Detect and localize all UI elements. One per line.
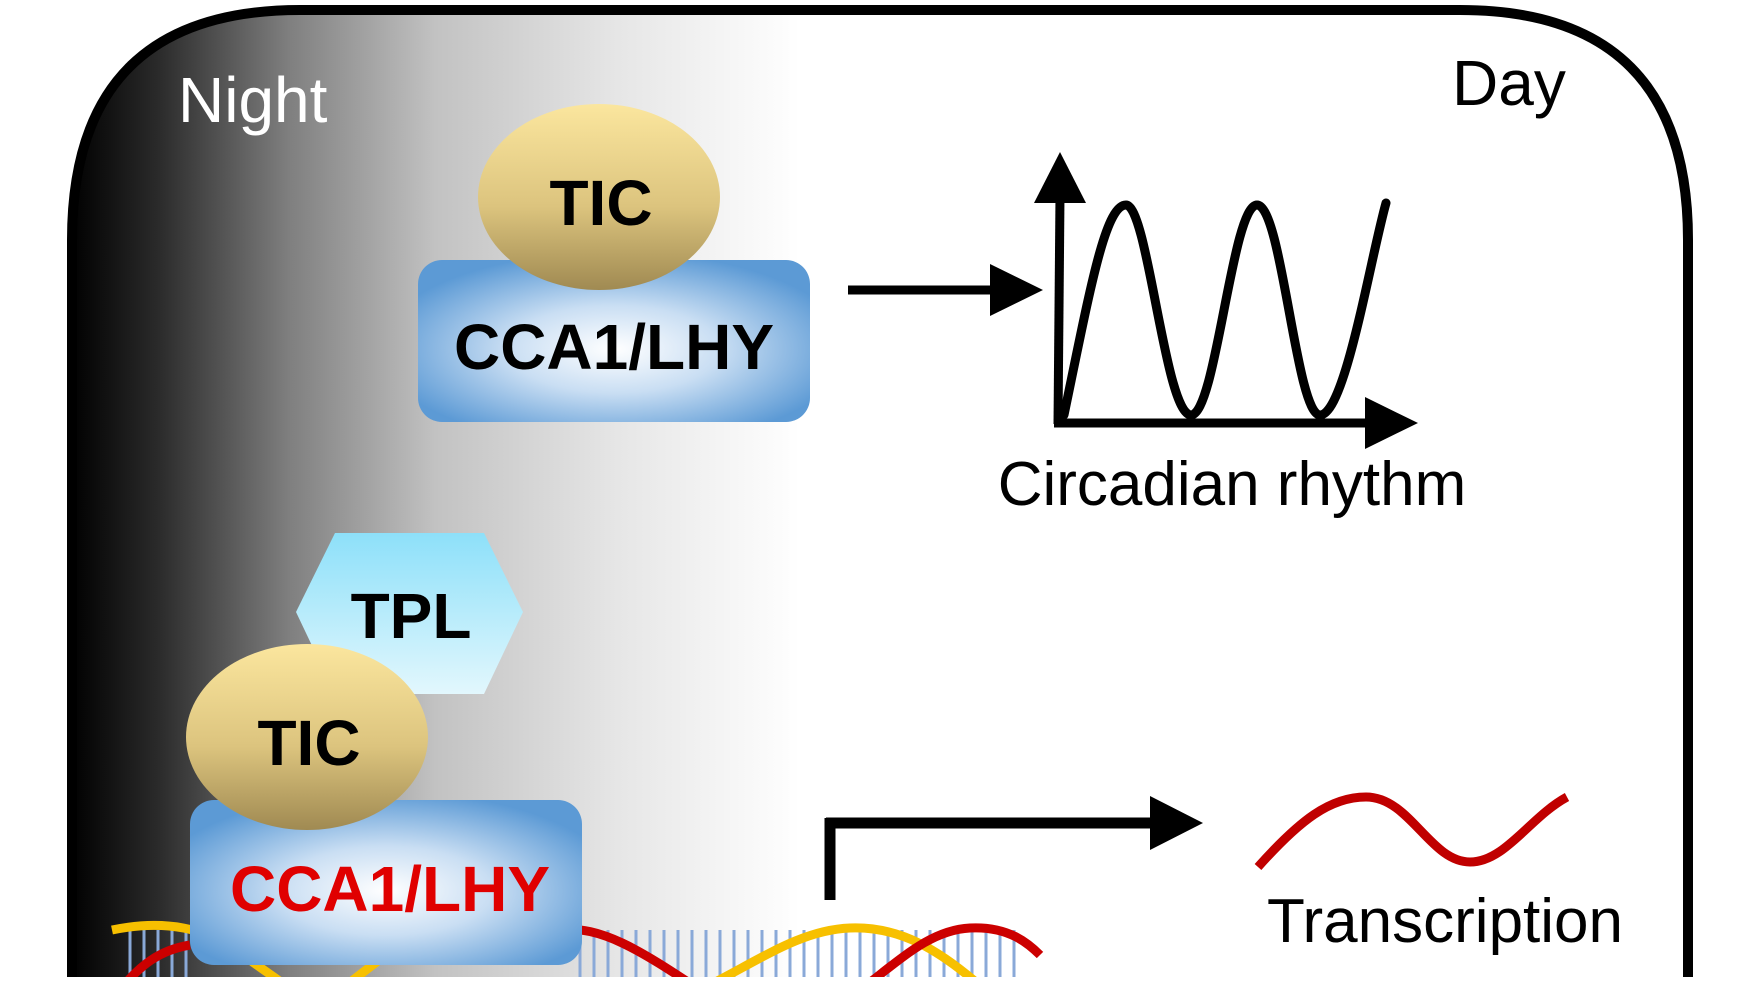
top-cca1-label: CCA1/LHY (454, 311, 774, 383)
bottom-complex: TPL CCA1/LHY TIC (186, 533, 582, 965)
top-tic-label: TIC (549, 167, 652, 239)
night-label: Night (178, 64, 328, 136)
plot-y-axis (1053, 194, 1065, 425)
top-cca1-box (418, 260, 810, 422)
transcript-wave (1254, 792, 1570, 870)
bottom-cca1-box (190, 800, 582, 965)
tpl-label: TPL (351, 580, 472, 652)
top-complex: CCA1/LHY TIC (418, 104, 810, 422)
circadian-plot (1034, 152, 1418, 449)
plot-y-arrow (1034, 152, 1086, 203)
transcription-label: Transcription (1267, 887, 1623, 956)
oscillation-curve (1059, 198, 1391, 420)
circadian-arrow (848, 264, 1043, 316)
top-tic-ellipse (478, 104, 720, 290)
circadian-label: Circadian rhythm (998, 450, 1467, 519)
panel-border (67, 4, 1693, 977)
plot-x-arrow (1365, 397, 1418, 449)
bottom-cca1-label: CCA1/LHY (230, 853, 550, 925)
day-label: Day (1452, 47, 1566, 119)
transcription-arrow (824, 796, 1203, 900)
bottom-tic-label: TIC (257, 707, 360, 779)
bottom-tic-ellipse (186, 644, 428, 830)
